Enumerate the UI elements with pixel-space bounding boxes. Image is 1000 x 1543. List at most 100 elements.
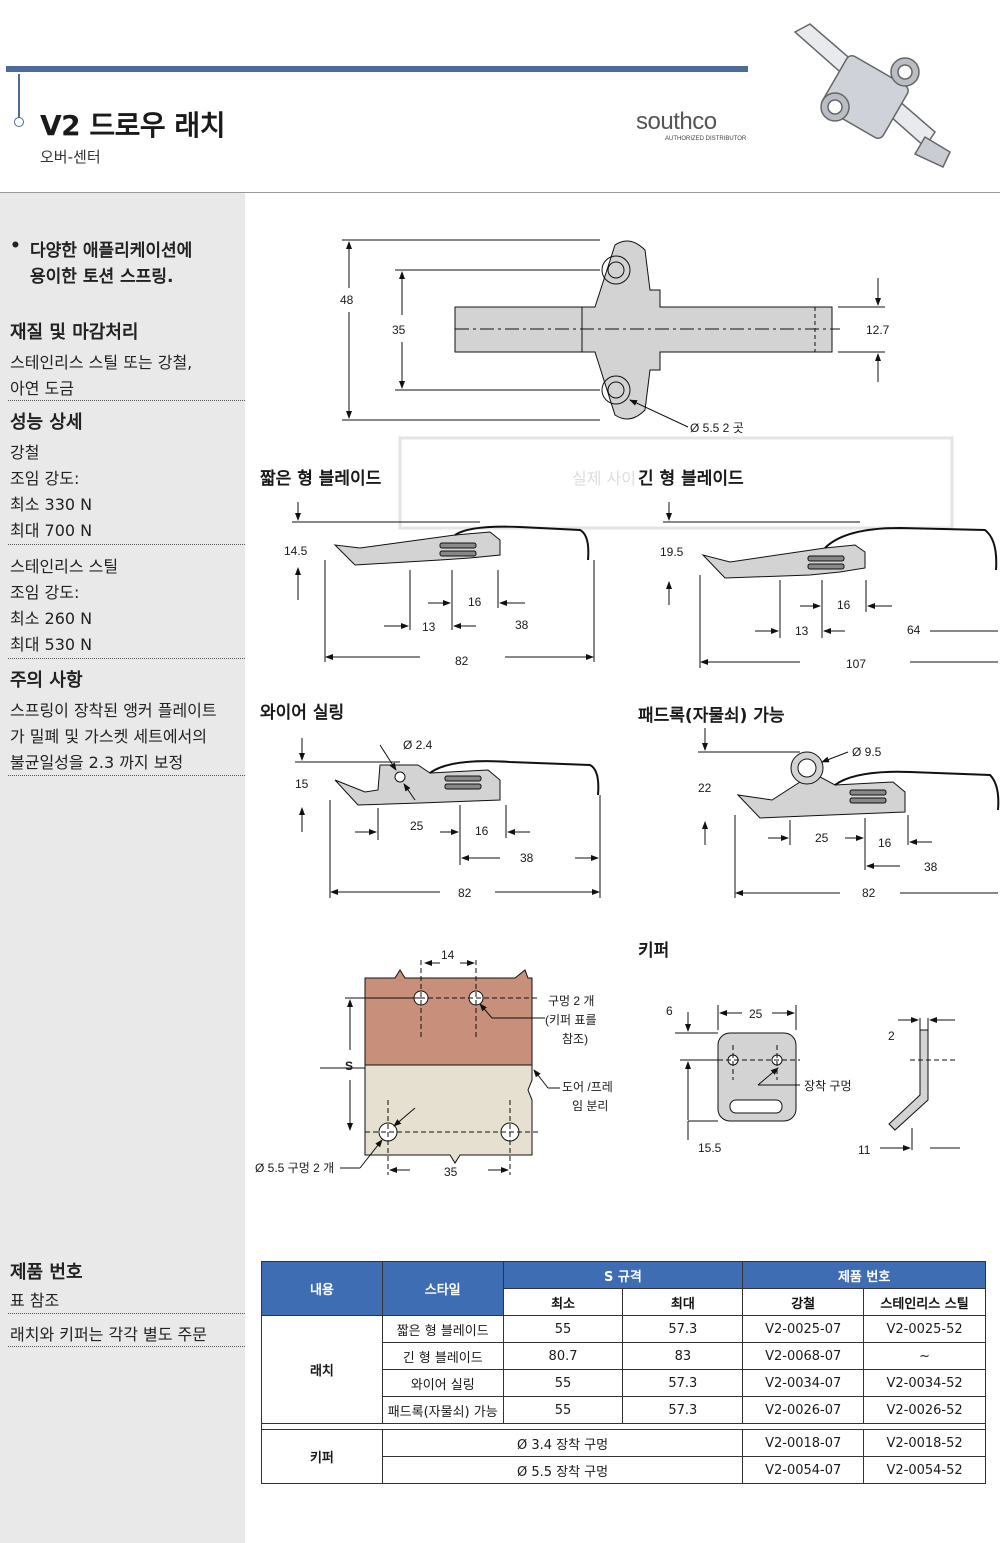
dim-long-total: 107	[846, 657, 866, 671]
dim-short-b: 13	[422, 620, 436, 634]
dim-mount-s: S	[345, 1059, 353, 1073]
cell-stainless: V2-0054-52	[863, 1456, 986, 1484]
dim-long-c: 64	[907, 623, 921, 637]
dim-wire-a: 25	[410, 819, 424, 833]
long-blade-drawing	[663, 502, 998, 668]
brand-logo: southco	[636, 108, 717, 135]
sidebar	[0, 193, 245, 1543]
cell-stainless: V2-0018-52	[863, 1429, 986, 1457]
dim-mount-hole-bottom: Ø 5.5 구멍 2 개	[255, 1161, 334, 1175]
material-line-2: 아연 도금	[10, 379, 74, 398]
part-number-table: 내용 스타일 S 규격 제품 번호 최소 최대 강철 스테인리스 스틸 래치 짧…	[261, 1261, 986, 1484]
cell-stainless: ~	[863, 1342, 986, 1370]
divider	[8, 544, 245, 545]
dim-short-total: 82	[455, 654, 469, 668]
divider	[8, 658, 245, 659]
dim-keeper-25: 25	[749, 1007, 763, 1021]
ss-label: 스테인리스 스틸	[10, 557, 119, 576]
divider	[8, 1313, 245, 1314]
dim-long-h: 19.5	[660, 545, 684, 559]
dim-pad-c: 38	[924, 860, 938, 874]
mounting-plate-drawing	[320, 960, 560, 1175]
part-number-note: 래치와 키퍼는 각각 별도 주문	[10, 1325, 207, 1344]
header-accent-bar	[6, 66, 748, 72]
cell-style: 와이어 실링	[381, 1369, 504, 1397]
th-content: 내용	[261, 1261, 383, 1316]
keeper-group-label: 키퍼	[261, 1429, 383, 1484]
header-divider	[0, 192, 1000, 193]
performance-heading: 성능 상세	[10, 412, 83, 433]
material-heading: 재질 및 마감처리	[10, 322, 139, 343]
cell-min: 80.7	[502, 1342, 624, 1370]
table-row: Ø 5.5 장착 구멍 V2-0054-07 V2-0054-52	[262, 1456, 986, 1484]
dim-mount-14: 14	[441, 948, 455, 962]
cell-steel: V2-0068-07	[742, 1342, 865, 1370]
short-blade-label: 짧은 형 블레이드	[260, 468, 382, 489]
cell-min: 55	[502, 1396, 624, 1424]
dim-pad-hole: Ø 9.5	[852, 745, 882, 759]
ss-max: 최대 530 N	[10, 635, 93, 654]
table-row: 키퍼 Ø 3.4 장착 구멍 V2-0018-07 V2-0018-52	[261, 1429, 986, 1484]
cell-style: Ø 3.4 장착 구멍	[381, 1429, 744, 1457]
th-max: 최대	[622, 1288, 744, 1316]
dim-pad-a: 25	[815, 831, 829, 845]
page-subtitle: 오버-센터	[40, 148, 101, 166]
header-vertical-line	[18, 74, 20, 118]
feature-line-2: 용이한 토션 스프링.	[30, 267, 174, 287]
dim-keeper-15-5: 15.5	[698, 1141, 722, 1155]
th-s-size: S 규격	[502, 1261, 744, 1289]
th-steel: 강철	[742, 1288, 865, 1316]
cell-steel: V2-0054-07	[742, 1456, 865, 1484]
door-frame-line-2: 임 분리	[572, 1099, 608, 1113]
feature-bullet: •	[10, 236, 21, 256]
mount-holes-line-3: 참조)	[562, 1032, 588, 1046]
padlock-drawing	[698, 728, 1000, 898]
dim-mount-35: 35	[444, 1165, 458, 1179]
dim-wire-h: 15	[295, 777, 309, 791]
cell-min: 55	[502, 1315, 624, 1343]
dim-pad-total: 82	[862, 886, 876, 900]
brand-tagline: AUTHORIZED DISTRIBUTOR	[665, 136, 747, 142]
cell-style: 짧은 형 블레이드	[381, 1315, 504, 1343]
cell-stainless: V2-0025-52	[863, 1315, 986, 1343]
dim-12-7: 12.7	[866, 323, 890, 337]
th-style: 스타일	[381, 1261, 504, 1316]
cell-max: 57.3	[622, 1369, 744, 1397]
cell-steel: V2-0026-07	[742, 1396, 865, 1424]
part-number-heading: 제품 번호	[10, 1262, 83, 1283]
divider	[8, 1346, 245, 1347]
dim-short-h: 14.5	[284, 544, 308, 558]
dim-short-a: 16	[468, 595, 482, 609]
technical-drawings: 짧은 형 블레이드 긴 형 블레이드 와이어 실링 패드록(자물쇠) 가능 키퍼…	[255, 239, 1000, 1179]
cell-max: 57.3	[622, 1315, 744, 1343]
dim-pad-h: 22	[698, 781, 712, 795]
dim-wire-total: 82	[458, 886, 472, 900]
ss-strength: 조임 강도:	[10, 583, 80, 602]
cell-steel: V2-0034-07	[742, 1369, 865, 1397]
steel-max: 최대 700 N	[10, 521, 93, 540]
padlock-label: 패드록(자물쇠) 가능	[638, 706, 785, 726]
cell-min: 55	[502, 1369, 624, 1397]
steel-min: 최소 330 N	[10, 495, 93, 514]
part-number-ref: 표 참조	[10, 1291, 60, 1310]
cell-style: 긴 형 블레이드	[381, 1342, 504, 1370]
dim-wire-b: 16	[475, 824, 489, 838]
cell-steel: V2-0025-07	[742, 1315, 865, 1343]
feature-line-1: 다양한 애플리케이션에	[30, 241, 193, 261]
dim-48: 48	[340, 293, 354, 307]
table-row: 래치 짧은 형 블레이드 55 57.3 V2-0025-07 V2-0025-…	[261, 1315, 986, 1424]
cell-stainless: V2-0026-52	[863, 1396, 986, 1424]
top-view-drawing	[342, 239, 885, 428]
header-circle-marker	[14, 117, 24, 127]
steel-label: 강철	[10, 443, 40, 462]
cell-max: 83	[622, 1342, 744, 1370]
long-blade-label: 긴 형 블레이드	[638, 468, 744, 489]
watermark-box	[398, 436, 954, 530]
th-stainless: 스테인리스 스틸	[863, 1288, 986, 1316]
dim-wire-c: 38	[520, 851, 534, 865]
caution-line-2: 가 밀폐 및 가스켓 세트에서의	[10, 727, 207, 746]
divider	[8, 400, 245, 401]
cell-stainless: V2-0034-52	[863, 1369, 986, 1397]
cell-style: Ø 5.5 장착 구멍	[381, 1456, 744, 1484]
material-line-1: 스테인리스 스틸 또는 강철,	[10, 353, 193, 372]
